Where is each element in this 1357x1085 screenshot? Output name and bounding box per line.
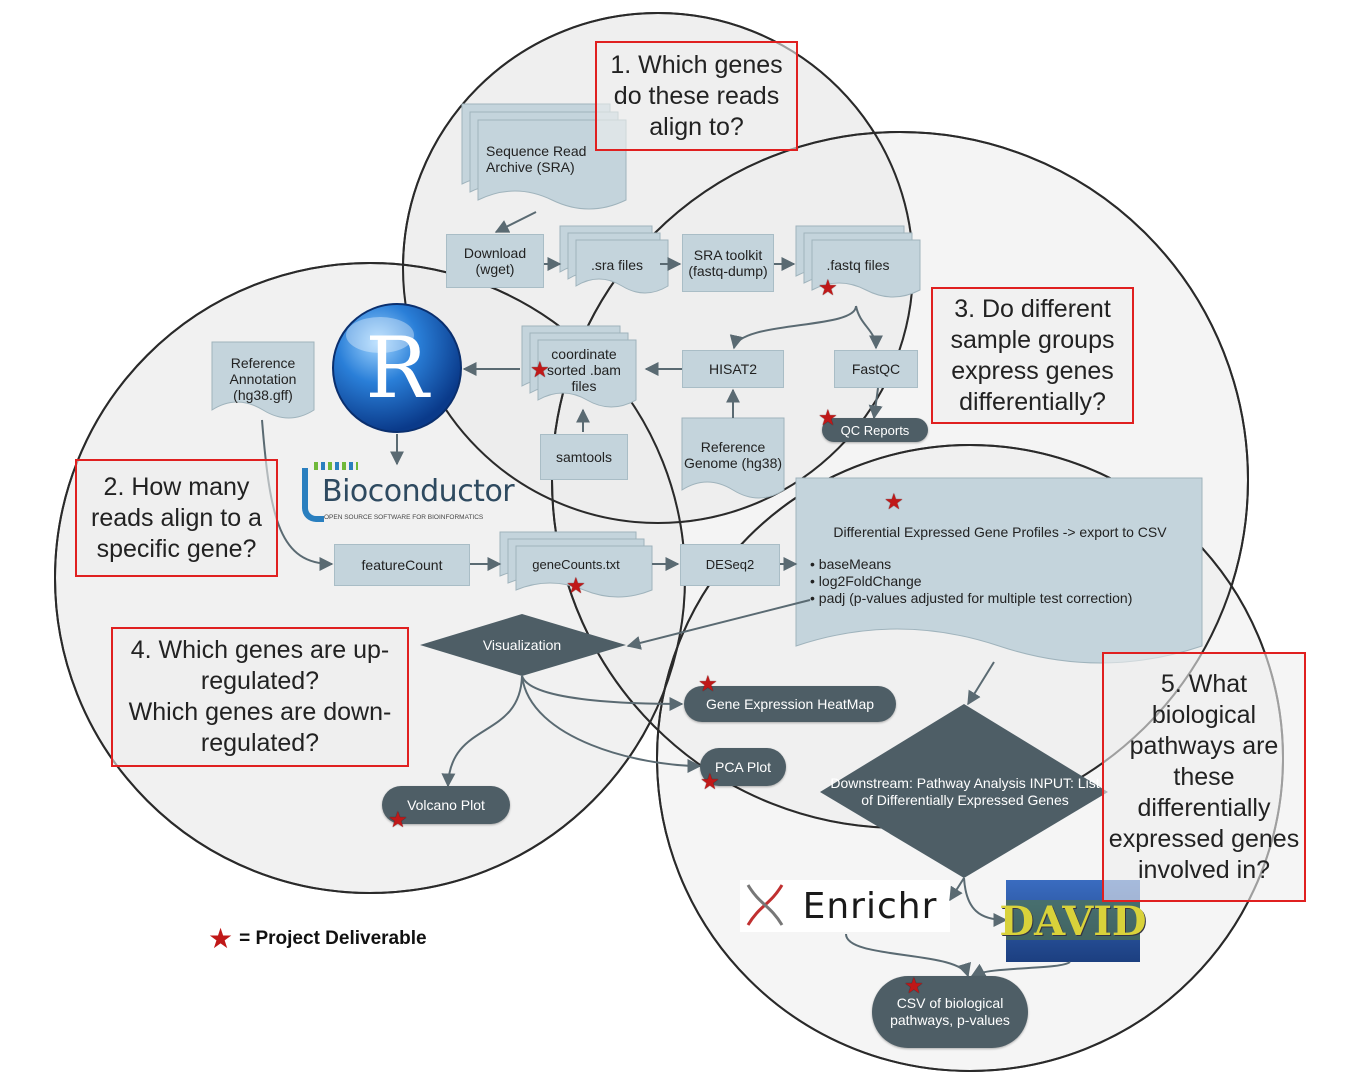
star-icon: ★ — [818, 276, 838, 301]
arrow-pathway-david — [963, 877, 1008, 927]
deseq2-box: DESeq2 — [680, 544, 780, 586]
arrow-sra-download — [494, 211, 537, 233]
star-icon: ★ — [566, 574, 586, 599]
question-3: 3. Do different sample groups express ge… — [931, 287, 1134, 424]
arrow-fastq-hisat2 — [729, 305, 857, 350]
arrows — [261, 211, 1071, 978]
bam-files-document — [537, 339, 637, 408]
arrow-pathway-enrichr — [949, 877, 965, 902]
arrow-refannot-featurecount — [261, 419, 334, 571]
arrow-fastqc-qc — [868, 387, 883, 420]
star-icon: ★ — [388, 808, 408, 833]
volcano-pill: Volcano Plot — [382, 786, 510, 824]
star-icon: ★ — [530, 358, 550, 383]
star-icon: ★ — [818, 406, 838, 431]
arrow-deg-pathway — [967, 661, 995, 706]
bioconductor-mark — [302, 468, 324, 522]
enrichr-name: Enrichr — [790, 880, 950, 932]
question-4-line2: Which genes are down-regulated? — [128, 698, 392, 757]
qc-reports-pill: QC Reports — [822, 418, 928, 442]
document-shapes — [211, 103, 1203, 664]
david-name: DAVID — [999, 897, 1147, 945]
star-icon: ★ — [884, 490, 904, 515]
visualization-label: Visualization — [482, 637, 562, 653]
legend: ★ = Project Deliverable — [208, 924, 427, 954]
csv-pathways-pill: CSV of biological pathways, p-values — [872, 976, 1028, 1048]
arrow-fastq-fastqc — [855, 305, 883, 350]
deg-item: • log2FoldChange — [810, 573, 922, 589]
arrow-david-csv — [970, 961, 1071, 977]
bioconductor-name: Bioconductor — [322, 474, 515, 509]
ref-annotation-document — [211, 341, 315, 419]
arrow-viz-volcano — [441, 675, 523, 788]
legend-text: = Project Deliverable — [239, 928, 427, 949]
question-2: 2. How many reads align to a specific ge… — [75, 459, 278, 577]
legend-star-icon: ★ — [208, 922, 234, 955]
genecounts-label: geneCounts.txt — [532, 556, 620, 572]
arrow-viz-heatmap — [521, 675, 684, 711]
bioconductor-logo: Bioconductor OPEN SOURCE SOFTWARE FOR BI… — [302, 462, 515, 526]
ref-genome-label: Reference Genome (hg38) — [683, 439, 783, 471]
bioconductor-tagline: OPEN SOURCE SOFTWARE FOR BIOINFORMATICS — [324, 514, 484, 521]
r-logo-letter: R — [365, 319, 429, 417]
deg-items: • baseMeans • log2FoldChange • padj (p-v… — [810, 556, 1194, 607]
fastqc-box: FastQC — [834, 350, 918, 388]
arrow-deg-visualization — [626, 599, 811, 650]
fastq-files-document — [811, 239, 921, 298]
fastq-files-label: .fastq files — [826, 257, 890, 273]
deg-item: • baseMeans — [810, 556, 892, 572]
question-5: 5. What biological pathways are these di… — [1102, 652, 1306, 902]
r-logo — [332, 303, 462, 433]
samtools-box: samtools — [540, 434, 628, 480]
question-1: 1. Which genes do these reads align to? — [595, 41, 798, 151]
sra-toolkit-box: SRA toolkit (fastq-dump) — [682, 234, 774, 292]
featurecount-box: featureCount — [334, 544, 470, 586]
sra-files-label: .sra files — [590, 257, 644, 273]
pathway-diamond — [820, 704, 1108, 878]
heatmap-pill: Gene Expression HeatMap — [684, 686, 896, 722]
deg-item: • padj (p-values adjusted for multiple t… — [810, 590, 1133, 606]
sra-document — [477, 119, 627, 210]
bioconductor-dots — [314, 462, 358, 470]
enrichr-logo — [740, 880, 950, 932]
star-icon: ★ — [700, 770, 720, 795]
star-icon: ★ — [904, 974, 924, 999]
deg-title: Differential Expressed Gene Profiles -> … — [833, 524, 1167, 540]
arrow-enrichr-csv — [845, 933, 971, 978]
bam-files-label: coordinate sorted .bam files — [547, 346, 621, 394]
pathway-label: Downstream: Pathway Analysis INPUT: List… — [830, 775, 1100, 808]
download-box: Download (wget) — [446, 234, 544, 288]
ref-genome-document — [681, 417, 785, 499]
sra-files-document — [575, 239, 669, 294]
arrow-viz-pca — [521, 675, 702, 773]
diamonds — [420, 614, 1108, 878]
sra-label: Sequence Read Archive (SRA) — [486, 143, 587, 175]
hisat2-box: HISAT2 — [682, 350, 784, 388]
genecounts-document — [515, 545, 653, 598]
visualization-diamond — [420, 614, 626, 676]
question-4-line1: 4. Which genes are up-regulated? — [130, 636, 390, 695]
question-4: 4. Which genes are up-regulated? Which g… — [111, 627, 409, 767]
pca-pill: PCA Plot — [700, 748, 786, 786]
enrichr-name-text: Enrichr — [802, 885, 938, 927]
ref-annotation-label: Reference Annotation (hg38.gff) — [229, 355, 297, 403]
star-icon: ★ — [698, 672, 718, 697]
